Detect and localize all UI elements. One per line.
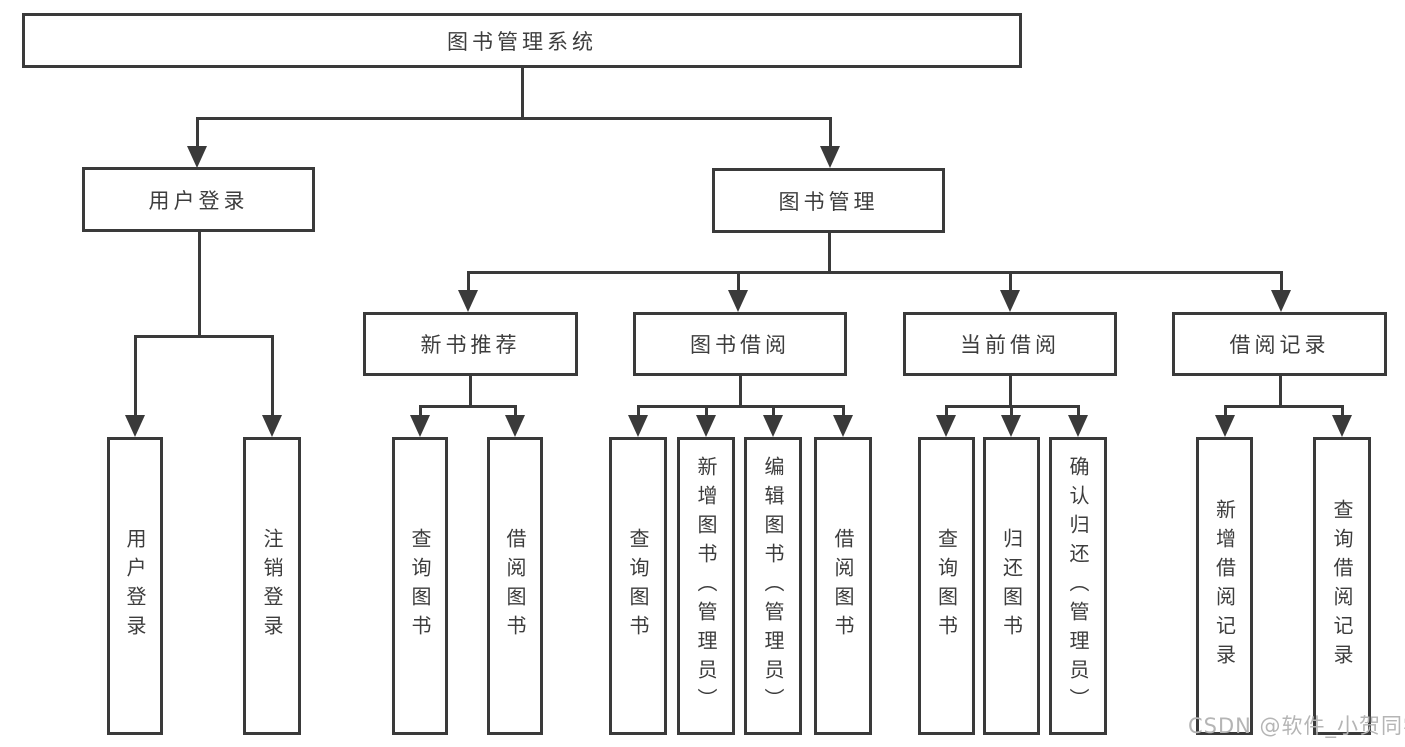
connector-to-new-book [467,271,470,296]
arrowhead-current-borrow [1000,290,1020,312]
connector-book-mgmt-stem [828,233,831,272]
arrowhead-new-book [458,290,478,312]
connector-leaf-line [637,405,640,421]
node-user-login: 用户登录 [82,167,315,232]
arrowhead-leaf [1068,415,1088,437]
leaf-query-books-current: 查询图书 [918,437,975,735]
connector-new-book-rail [419,405,517,408]
connector-leaf-line [514,405,517,421]
connector-leaf-line [772,405,775,421]
node-book-borrow: 图书借阅 [633,312,847,376]
connector-leaf-line [1010,405,1013,421]
connector-current-borrow-stem [1009,376,1012,405]
leaf-query-books-recommend: 查询图书 [392,437,448,735]
leaf-add-book-admin: 新增图书（管理员） [677,437,735,735]
connector-level2-rail [196,117,831,120]
arrowhead-leaf [1332,415,1352,437]
arrowhead-leaf-login [125,415,145,437]
connector-new-book-stem [469,376,472,405]
node-library-management-system: 图书管理系统 [22,13,1022,68]
leaf-add-borrow-record: 新增借阅记录 [1196,437,1253,735]
connector-to-user-login [196,117,199,157]
connector-to-book-borrow [737,271,740,296]
csdn-watermark: CSDN @软件_小贺同学 [1188,714,1405,738]
arrowhead-leaf [1215,415,1235,437]
connector-leaf-line [419,405,422,421]
connector-leaf-line [945,405,948,421]
leaf-edit-book-admin: 编辑图书（管理员） [744,437,802,735]
leaf-confirm-return-admin: 确认归还（管理员） [1049,437,1107,735]
connector-leaf-line [1341,405,1344,421]
arrowhead-book-borrow [728,290,748,312]
arrowhead-leaf [505,415,525,437]
arrowhead-leaf [696,415,716,437]
connector-leaf-line [1224,405,1227,421]
connector-borrow-records-stem [1279,376,1282,405]
node-borrow-records: 借阅记录 [1172,312,1387,376]
leaf-borrow-books-recommend: 借阅图书 [487,437,543,735]
connector-book-borrow-rail [637,405,845,408]
leaf-query-books-borrow: 查询图书 [609,437,667,735]
arrowhead-leaf-logout [262,415,282,437]
connector-user-login-rail [134,335,274,338]
arrowhead-book-management [820,146,840,168]
leaf-borrow-books: 借阅图书 [814,437,872,735]
leaf-logout: 注销登录 [243,437,301,735]
connector-leaf-line [842,405,845,421]
connector-to-current-borrow [1009,271,1012,296]
leaf-query-borrow-record: 查询借阅记录 [1313,437,1371,735]
arrowhead-user-login [187,146,207,168]
connector-to-book-management [829,117,832,157]
arrowhead-borrow-records [1271,290,1291,312]
connector-to-leaf-logout [271,335,274,420]
connector-book-borrow-stem [739,376,742,405]
connector-level3-rail [467,271,1283,274]
leaf-user-login: 用户登录 [107,437,163,735]
connector-to-borrow-records [1280,271,1283,296]
arrowhead-leaf [1001,415,1021,437]
connector-leaf-line [705,405,708,421]
node-new-book-recommend: 新书推荐 [363,312,578,376]
arrowhead-leaf [936,415,956,437]
node-current-borrow: 当前借阅 [903,312,1117,376]
leaf-return-book: 归还图书 [983,437,1040,735]
node-book-management: 图书管理 [712,168,945,233]
connector-borrow-records-rail [1224,405,1344,408]
connector-leaf-line [1077,405,1080,421]
connector-to-leaf-login [134,335,137,420]
arrowhead-leaf [763,415,783,437]
arrowhead-leaf [410,415,430,437]
connector-user-login-stem [198,232,201,335]
connector-root-stem [521,68,524,117]
arrowhead-leaf [833,415,853,437]
arrowhead-leaf [628,415,648,437]
